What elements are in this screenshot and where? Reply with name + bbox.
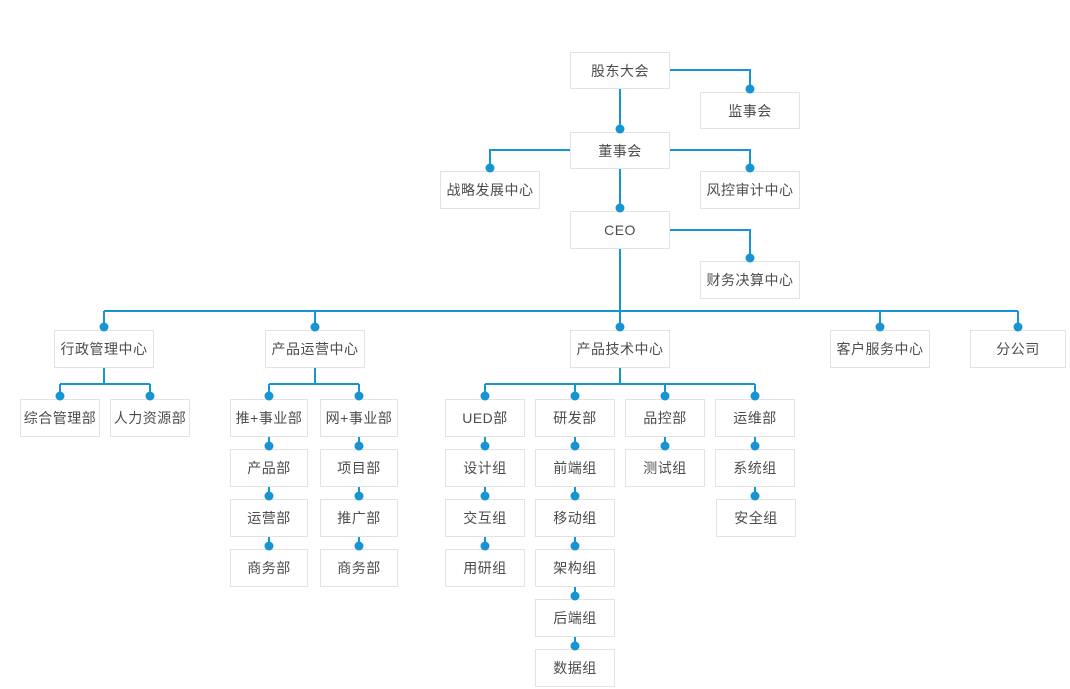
node-backend-team-label: 后端组 xyxy=(553,610,597,626)
node-design-team-label: 设计组 xyxy=(463,460,507,476)
edge-ceo-finance xyxy=(670,229,751,258)
node-hr-dept: 人力资源部 xyxy=(110,399,190,437)
node-board-of-directors-label: 董事会 xyxy=(598,142,642,159)
node-interaction-team-label: 交互组 xyxy=(463,510,507,526)
node-admin-center: 行政管理中心 xyxy=(54,330,154,368)
node-business-dept-2: 商务部 xyxy=(320,549,398,587)
node-strategy-center-label: 战略发展中心 xyxy=(446,182,534,198)
node-supervisory-board-label: 监事会 xyxy=(728,102,772,119)
edge-productops-children xyxy=(268,368,360,396)
node-customer-service-center: 客户服务中心 xyxy=(830,330,930,368)
edge-shareholders-supervisory xyxy=(670,69,751,89)
node-architecture-team: 架构组 xyxy=(535,549,615,587)
node-product-tech-center: 产品技术中心 xyxy=(570,330,670,368)
node-ops-maintenance-dept: 运维部 xyxy=(715,399,795,437)
node-project-dept-label: 项目部 xyxy=(337,460,381,476)
node-ceo-label: CEO xyxy=(604,222,636,238)
edge-board-risk xyxy=(670,149,751,168)
node-branch-company-label: 分公司 xyxy=(996,341,1040,357)
node-business-dept-1-label: 商务部 xyxy=(247,560,291,576)
node-test-team-label: 测试组 xyxy=(643,460,687,476)
node-shareholders-meeting-label: 股东大会 xyxy=(591,62,649,79)
node-wang-division: 网+事业部 xyxy=(320,399,398,437)
node-security-team: 安全组 xyxy=(716,499,796,537)
node-design-team: 设计组 xyxy=(445,449,525,487)
node-data-team: 数据组 xyxy=(535,649,615,687)
node-mobile-team: 移动组 xyxy=(535,499,615,537)
node-wang-division-label: 网+事业部 xyxy=(325,410,393,426)
node-architecture-team-label: 架构组 xyxy=(553,560,597,576)
node-tui-division-label: 推+事业部 xyxy=(235,410,303,426)
node-qc-dept: 品控部 xyxy=(625,399,705,437)
node-ued-dept: UED部 xyxy=(445,399,525,437)
node-product-dept-label: 产品部 xyxy=(247,460,291,476)
node-general-mgmt-dept-label: 综合管理部 xyxy=(23,410,97,426)
node-product-ops-center: 产品运营中心 xyxy=(265,330,365,368)
node-ops-maintenance-dept-label: 运维部 xyxy=(733,410,777,426)
node-frontend-team-label: 前端组 xyxy=(553,460,597,476)
edge-producttech-children xyxy=(484,368,756,396)
edge-board-strategy xyxy=(489,149,570,168)
node-strategy-center: 战略发展中心 xyxy=(440,171,540,209)
node-mobile-team-label: 移动组 xyxy=(553,510,597,526)
node-operations-dept-label: 运营部 xyxy=(247,510,291,526)
node-risk-audit-center-label: 风控审计中心 xyxy=(706,182,794,198)
node-interaction-team: 交互组 xyxy=(445,499,525,537)
node-tui-division: 推+事业部 xyxy=(230,399,308,437)
node-customer-service-center-label: 客户服务中心 xyxy=(836,341,924,357)
node-qc-dept-label: 品控部 xyxy=(643,410,687,426)
node-user-research-team-label: 用研组 xyxy=(463,560,507,576)
node-system-team-label: 系统组 xyxy=(733,460,777,476)
node-ued-dept-label: UED部 xyxy=(462,410,508,426)
edge-admin-children xyxy=(59,368,151,396)
node-board-of-directors: 董事会 xyxy=(570,132,670,169)
node-ceo: CEO xyxy=(570,211,670,249)
node-product-dept: 产品部 xyxy=(230,449,308,487)
node-user-research-team: 用研组 xyxy=(445,549,525,587)
node-project-dept: 项目部 xyxy=(320,449,398,487)
node-product-ops-center-label: 产品运营中心 xyxy=(271,341,359,357)
node-test-team: 测试组 xyxy=(625,449,705,487)
node-finance-center: 财务决算中心 xyxy=(700,261,800,299)
edge-ceo-to-centers xyxy=(103,249,1019,327)
node-operations-dept: 运营部 xyxy=(230,499,308,537)
node-branch-company: 分公司 xyxy=(970,330,1066,368)
node-risk-audit-center: 风控审计中心 xyxy=(700,171,800,209)
node-system-team: 系统组 xyxy=(715,449,795,487)
node-general-mgmt-dept: 综合管理部 xyxy=(20,399,100,437)
node-supervisory-board: 监事会 xyxy=(700,92,800,129)
node-business-dept-2-label: 商务部 xyxy=(337,560,381,576)
node-product-tech-center-label: 产品技术中心 xyxy=(576,341,664,357)
node-hr-dept-label: 人力资源部 xyxy=(113,410,187,426)
node-security-team-label: 安全组 xyxy=(734,510,778,526)
node-backend-team: 后端组 xyxy=(535,599,615,637)
node-rd-dept-label: 研发部 xyxy=(553,410,597,426)
node-shareholders-meeting: 股东大会 xyxy=(570,52,670,89)
node-rd-dept: 研发部 xyxy=(535,399,615,437)
node-promotion-dept-label: 推广部 xyxy=(337,510,381,526)
node-admin-center-label: 行政管理中心 xyxy=(60,341,148,357)
node-data-team-label: 数据组 xyxy=(553,660,597,676)
node-finance-center-label: 财务决算中心 xyxy=(706,272,794,288)
node-business-dept-1: 商务部 xyxy=(230,549,308,587)
node-frontend-team: 前端组 xyxy=(535,449,615,487)
node-promotion-dept: 推广部 xyxy=(320,499,398,537)
